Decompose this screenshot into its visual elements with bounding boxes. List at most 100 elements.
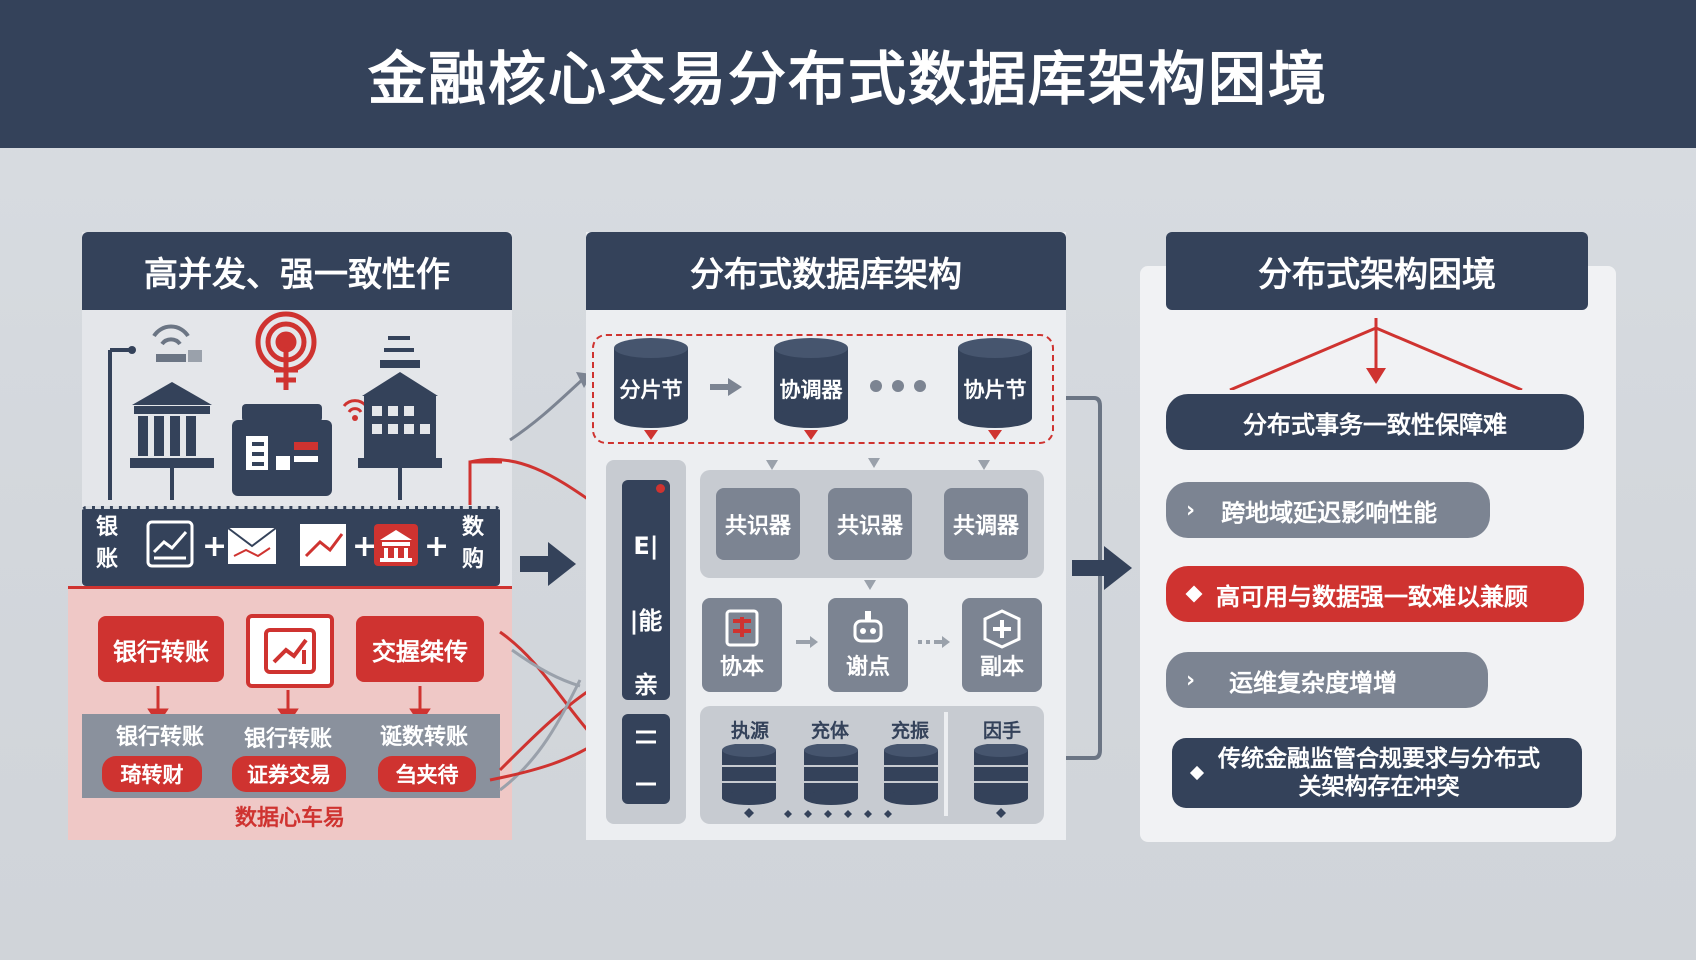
storage-label-1: 执源 [730, 719, 769, 742]
replica-label-1: 协本 [719, 655, 764, 680]
left-strip-label-left: 银 账 [95, 515, 118, 572]
challenge-text-1: 分布式事务一致性保障难 [1243, 410, 1507, 439]
left-panel-header: 高并发、强一致性作 [82, 232, 512, 310]
document-icon [725, 609, 759, 647]
trend-chart-icon [300, 524, 346, 566]
sub-label-1: 银行转账 [115, 725, 204, 750]
challenge-item-4[interactable]: › 运维复杂度增增 [1166, 652, 1488, 708]
storage-group-divider [944, 712, 948, 816]
sub-label-2: 银行转账 [243, 727, 332, 752]
consensus-down-arrows [766, 458, 990, 470]
plus-icon: + [352, 529, 377, 564]
challenge-text-5-wrap: 传统金融监管合规要求与分布式 关架构存在冲突 [1218, 745, 1540, 801]
challenge-text-5b: 关架构存在冲突 [1298, 774, 1460, 800]
database-icon-1 [614, 338, 688, 428]
sub-pill-3[interactable]: 刍夹待 [378, 756, 476, 792]
replica-node-3[interactable]: 副本 [962, 598, 1042, 692]
sub-label-3: 诞数转账 [379, 725, 468, 750]
bank-building-2-icon [358, 372, 442, 500]
mail-chart-icon [227, 527, 277, 564]
replica-node-1[interactable]: 协本 [702, 598, 782, 692]
left-illustration [108, 311, 502, 505]
right-panel-title: 分布式架构困境 [1258, 254, 1496, 295]
left-footer-label: 数据心车易 [234, 806, 345, 831]
bank-transfer-label: 银行转账 [113, 637, 209, 666]
middle-panel-title: 分布式数据库架构 [690, 254, 962, 295]
storage-databases [722, 744, 1028, 818]
sub-pill-2[interactable]: 证券交易 [232, 756, 346, 792]
trend-up-icon [264, 628, 316, 674]
database-icon-2 [774, 338, 848, 428]
vertical-label-3: 亲 [634, 670, 658, 699]
payment-terminal-icon [232, 404, 332, 496]
plus-icon: + [424, 529, 449, 564]
sub-pill-1-label: 琦转财 [120, 763, 184, 787]
db-label-2: 协调器 [779, 378, 843, 402]
challenge-item-2[interactable]: › 跨地域延迟影响性能 [1166, 482, 1490, 538]
top-databases [614, 338, 1032, 440]
consensus-node-2[interactable]: 共识器 [828, 488, 912, 560]
storage-db-icon-4 [974, 744, 1028, 805]
signal-icon [380, 336, 420, 368]
vertical-node-bottom[interactable] [622, 714, 670, 804]
db-label-1: 分片节 [619, 378, 683, 402]
exchange-box[interactable]: 交握桀传 [356, 616, 484, 682]
consensus-label-1: 共识器 [724, 514, 791, 539]
right-panel-header: 分布式架构困境 [1166, 232, 1588, 310]
consensus-label-2: 共识器 [836, 514, 903, 539]
storage-db-icon-2 [804, 744, 858, 805]
middle-panel-header: 分布式数据库架构 [586, 232, 1066, 310]
page-title: 金融核心交易分布式数据库架构困境 [367, 45, 1328, 113]
right-fan-arrows [1229, 318, 1523, 390]
consensus-node-1[interactable]: 共识器 [716, 488, 800, 560]
channel-icons: + + + [146, 520, 449, 568]
storage-label-4: 因手 [982, 719, 1021, 742]
robot-node-icon [853, 611, 883, 643]
shard-cluster [592, 334, 1054, 444]
database-icon-3 [958, 338, 1032, 428]
sub-pill-3-label: 刍夹待 [395, 763, 459, 787]
bank-building-icon [130, 382, 214, 500]
status-dot-red [656, 484, 665, 493]
wifi-icon [152, 324, 202, 362]
replica-node-2[interactable]: 谢点 [828, 598, 908, 692]
diamond-dots-icon [744, 808, 1006, 818]
antenna-signal-icon [255, 311, 317, 390]
challenge-item-1[interactable]: 分布式事务一致性保障难 [1166, 394, 1584, 450]
vertical-label-1: E| [633, 532, 659, 560]
left-channel-strip [82, 506, 500, 586]
big-arrow-mid-to-right [1072, 546, 1132, 590]
replica-connectors [796, 580, 950, 648]
big-arrow-left-to-mid [520, 542, 576, 586]
list-icon [636, 730, 656, 786]
storage-db-icon-3 [884, 744, 938, 805]
challenge-text-5: 传统金融监管合规要求与分布式 [1218, 746, 1540, 772]
plus-icon: + [202, 529, 227, 564]
consensus-node-3[interactable]: 共调器 [944, 488, 1028, 560]
replica-label-3: 副本 [979, 655, 1024, 680]
sub-pill-1[interactable]: 琦转财 [102, 756, 202, 792]
challenge-text-3: 高可用与数据强一致难以兼顾 [1216, 582, 1528, 611]
chart-report-icon [146, 520, 194, 568]
add-replica-icon [983, 609, 1021, 649]
trend-chart-box[interactable] [246, 614, 334, 688]
lower-arrows [489, 630, 599, 792]
title-bar: 金融核心交易分布式数据库架构困境 [0, 0, 1696, 148]
challenge-bullet-4: › [1186, 667, 1196, 693]
challenge-bullet-2: › [1186, 497, 1196, 523]
bank-transfer-box[interactable]: 银行转账 [98, 616, 224, 682]
challenge-item-5[interactable]: 传统金融监管合规要求与分布式 关架构存在冲突 [1172, 738, 1582, 808]
gray-arrow-top [509, 372, 592, 442]
bank-red-icon [374, 524, 418, 566]
db-label-3: 协片节 [963, 378, 1027, 402]
exchange-label: 交握桀传 [372, 637, 468, 666]
challenge-text-4: 运维复杂度增增 [1229, 668, 1398, 697]
left-panel-title: 高并发、强一致性作 [144, 254, 450, 295]
vertical-node-column[interactable] [622, 480, 670, 700]
storage-label-2: 充体 [810, 719, 849, 742]
challenge-bullet-3 [1185, 585, 1203, 603]
lamp-post-icon [108, 346, 136, 500]
ellipsis-icon [870, 380, 926, 392]
sub-pill-2-label: 证券交易 [247, 763, 331, 787]
challenge-item-3[interactable]: 高可用与数据强一致难以兼顾 [1166, 566, 1584, 622]
